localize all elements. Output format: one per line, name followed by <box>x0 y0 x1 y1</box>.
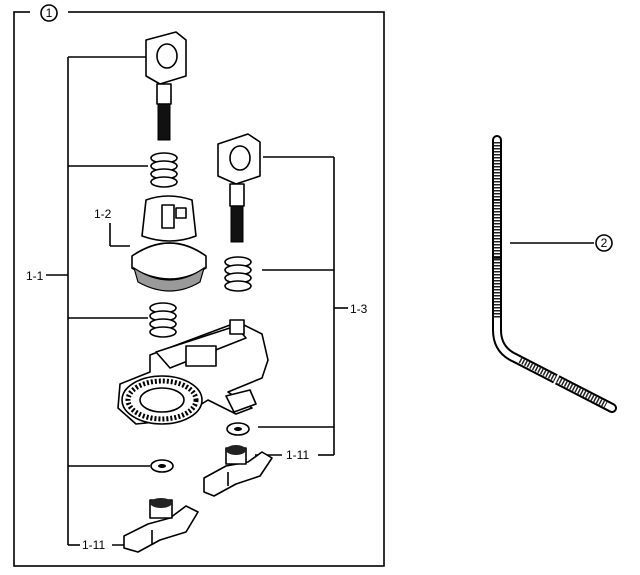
wing-nut-left <box>123 498 199 553</box>
callout-2-number: 2 <box>601 236 608 250</box>
wing-nut-right <box>203 445 273 497</box>
bracket-1-1 <box>46 56 150 546</box>
label-1-11-bottom: 1-11 <box>82 538 105 552</box>
callout-1-number: 1 <box>46 6 53 20</box>
callout-1: 1 <box>40 4 58 22</box>
assembly-frame <box>13 11 385 567</box>
eye-bolt-left <box>145 31 187 141</box>
label-1-2: 1-2 <box>94 207 112 221</box>
spring-upper-left <box>150 152 178 188</box>
bracket-1-3 <box>255 156 348 456</box>
spring-lower-left <box>149 302 177 338</box>
callout-2: 2 <box>595 234 613 252</box>
threaded-rod-l <box>492 135 617 413</box>
label-1-3: 1-3 <box>350 302 368 316</box>
washer-left <box>150 459 174 473</box>
leader-1-2 <box>109 223 130 247</box>
label-1-1: 1-1 <box>26 269 44 283</box>
spring-right <box>224 256 252 292</box>
base-body <box>117 319 269 425</box>
clamp-head <box>131 195 207 292</box>
label-1-11-right: 1-11 <box>286 448 309 462</box>
eye-bolt-right <box>217 133 261 243</box>
callout-mask <box>30 3 68 23</box>
washer-right <box>226 422 250 436</box>
